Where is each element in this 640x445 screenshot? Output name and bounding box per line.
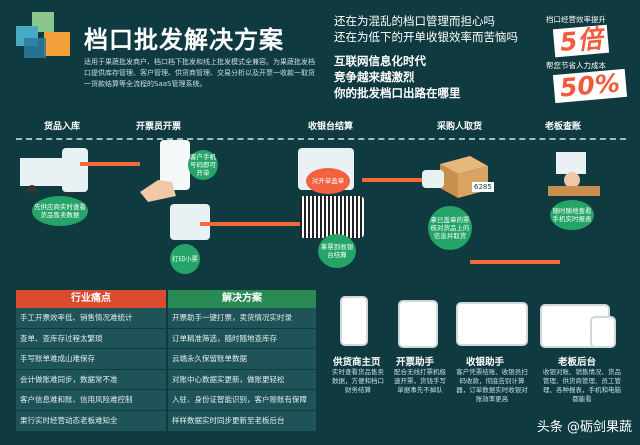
cashier-terminal-device — [456, 302, 528, 346]
solution-row: 样样数据实时同步更新至老板后台 — [168, 410, 316, 432]
tag-stock: 先供应商实时查看货品售卖数据 — [32, 196, 88, 226]
pain-row: 手工开票效率低、销售情况难统计 — [16, 308, 166, 329]
phone-supplier-device — [340, 296, 368, 346]
solution-row: 订单精准筛选，随时随地查库存 — [168, 328, 316, 350]
pain-header: 行业痛点 — [16, 290, 166, 308]
device-desc: 配合无线打票机极速开票，货钱手写单据事先不掉队 — [394, 368, 446, 394]
tag-pay: 对开单盖章 — [306, 168, 350, 194]
pain-row: 查单、查库存过程太繁琐 — [16, 328, 166, 350]
watermark: 头条 @砺剑果蔬 — [536, 420, 632, 435]
tag-boss: 随时随地查看手机实时报表 — [550, 200, 594, 230]
tag-ticket: 客户手机号码即可开单 — [188, 150, 218, 180]
device-desc: 实时查看货品售卖数据，方便和档口财务结算 — [332, 368, 384, 394]
kpi-efficiency-label: 档口经营效率提升 — [546, 15, 606, 24]
slogan-1: 互联网信息化时代 — [334, 54, 426, 68]
pain-row: 手写账单难成山难保存 — [16, 349, 166, 370]
device-name: 老板后台 — [558, 357, 597, 368]
phone-boss-device — [590, 316, 616, 348]
slogan-3: 你的批发档口出路在哪里 — [334, 86, 461, 100]
step-ticketing: 开票员开票 — [136, 122, 182, 132]
logo-cubes-icon — [16, 12, 70, 58]
page-title: 档口批发解决方案 — [84, 26, 284, 54]
flow-arrow — [362, 178, 422, 182]
step-checkout: 收银台结算 — [308, 122, 354, 132]
step-pickup: 采购人取货 — [437, 122, 483, 132]
intro-text: 适用于果蔬批发商户、档口档下批发和线上批发模式全兼容。为果蔬批发档口提供库存管理… — [84, 58, 315, 88]
barcode-icon — [300, 196, 364, 238]
kpi-cost-value: 50% — [552, 68, 627, 104]
device-name: 供货商主页 — [333, 357, 381, 368]
solution-row: 入驻、身份证智能识别，客户赊账有保障 — [168, 390, 316, 411]
solutions-panel: 解决方案 开票助手一键打票，卖货情况实时录 订单精准筛选，随时随地查库存 云端永… — [168, 290, 316, 433]
solution-row: 开票助手一键打票，卖货情况实时录 — [168, 308, 316, 329]
solution-header: 解决方案 — [168, 290, 316, 308]
pain-row: 果行实时经营动态老板难知全 — [16, 410, 166, 432]
tag-print: 打印小票 — [170, 244, 200, 274]
phone-stock-icon — [62, 148, 88, 192]
question-2: 还在为低下的开单收银效率而苦恼吗 — [334, 30, 518, 44]
slogan-2: 竞争越来越激烈 — [334, 70, 415, 84]
step-boss-check: 老板查账 — [545, 122, 582, 132]
device-desc: 客户凭票结账、收银员扫码收款，彻底告别计算器，订单数据实时收银对账效率更高 — [456, 368, 528, 403]
solution-row: 对账中心数据实更新，做账更轻松 — [168, 369, 316, 391]
pain-points-panel: 行业痛点 手工开票效率低、销售情况难统计 查单、查库存过程太繁琐 手写账单难成山… — [16, 290, 166, 433]
step-stock-in: 货品入库 — [44, 122, 81, 132]
hand-icon — [140, 180, 176, 202]
flow-arrow — [80, 162, 140, 166]
flow-dashed-line — [16, 138, 626, 140]
device-name: 收银助手 — [466, 357, 505, 368]
solution-row: 云端永久保留账单数据 — [168, 349, 316, 370]
kpi-efficiency-value: 5倍 — [552, 24, 610, 58]
kpi-cost-label: 帮您节省人力成本 — [546, 61, 606, 70]
flow-arrow — [470, 260, 560, 264]
device-desc: 收银对账、销售情况、货品管理、供货商管理、员工管理、各种报表，手机和电脑都能看 — [543, 368, 621, 403]
receipt-note-icon — [422, 170, 444, 188]
flow-arrow — [200, 222, 310, 226]
question-1: 还在为混乱的档口管理而担心吗 — [334, 14, 495, 28]
device-name: 开票助手 — [396, 357, 435, 368]
pain-row: 客户信息难和账、信用风险难控制 — [16, 390, 166, 411]
pain-row: 会计做账难同步，数据常不准 — [16, 369, 166, 391]
receipt-code: 6285 — [472, 182, 494, 192]
boss-desk-icon — [548, 152, 600, 196]
ticket-printer-device — [398, 300, 438, 348]
tag-pickup: 拿已盖章的票核对货品上的信息并取货 — [428, 206, 472, 250]
tag-scan: 拿票到收银台结算 — [318, 234, 356, 268]
